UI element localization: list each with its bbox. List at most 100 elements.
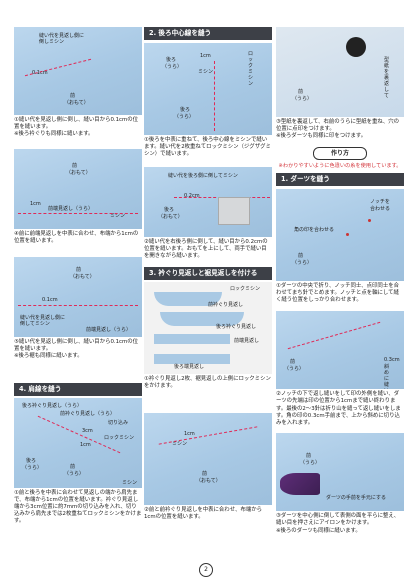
- photo-label: 斜めに縫い: [384, 364, 390, 389]
- caption: ①後ろを中表に重ねて、後ろ中心線をミシンで縫います。縫い代を2枚重ねてロックミシ…: [144, 137, 271, 158]
- photo-label: 前: [76, 267, 82, 274]
- photo-label: ロックミシン: [230, 286, 261, 293]
- caption: ②縫い代を右後ろ側に倒して、縫い目から0.2cmの位置を縫います。おもてを上にし…: [144, 238, 268, 260]
- photo-label: 縫い代を見返し側に: [39, 33, 85, 39]
- caption: ②前と前衿ぐり見返しを中表に合わせ、布端から1cmの位置を縫います。: [144, 506, 263, 520]
- column-middle: 2. 後ろ中心線を縫う 後ろ （うら） 1cm ミシン ロックミシン 後ろ （う…: [144, 0, 272, 521]
- photo-label: 前: [306, 453, 312, 460]
- photo-label: 後ろ: [26, 457, 37, 464]
- facing-piece: [160, 312, 244, 327]
- stitch-line: [18, 305, 138, 307]
- photo-label: 後ろ衿ぐり見返し（うら）: [22, 402, 83, 409]
- photo-label: （うら）: [22, 464, 43, 471]
- photo-label: 前: [298, 252, 304, 259]
- section-header-back-center: 2. 後ろ中心線を縫う: [144, 27, 272, 40]
- photo-label: 前端見返し（うら）: [86, 327, 132, 334]
- iron-icon: [280, 473, 320, 496]
- note: ※後ろダーツも同様に印をつけます。: [276, 133, 367, 140]
- photo-label: 1cm: [200, 53, 211, 59]
- pin-head: [346, 232, 349, 236]
- photo-facing-pieces: ロックミシン 前衿ぐり見返し 後ろ衿ぐり見返し 前端見返し 後ろ端見返し: [144, 282, 272, 375]
- caption: ①衿ぐり見返し2枚、裾見返しの上側にロックミシンをかけます。: [144, 376, 271, 390]
- caption: ③ダーツを中心側に倒して表側の面を平らに整え、縫い目を押さえにアイロンをかけます…: [276, 513, 400, 527]
- stitch-line: [18, 212, 138, 214]
- photo-label: 0.3cm: [384, 357, 400, 364]
- pin-head: [368, 218, 371, 222]
- photo-label: 前端見返し（うら）: [48, 205, 94, 212]
- photo-label: ミシン: [122, 479, 138, 486]
- caption: ②ノッチの下で返し縫いをして印の外側を縫い、ダーツの先端は印の位置から1cmまで…: [276, 391, 401, 427]
- caption: ③型紙を裏返して、右前のうらに型紙を重ね、穴の位置に点印をつけます。: [276, 119, 399, 133]
- photo-label: 前: [70, 463, 76, 470]
- photo-label: 倒しミシン: [39, 39, 65, 45]
- photo-label: （うら）: [284, 366, 305, 373]
- photo-label: 型紙を裏返して: [384, 57, 390, 99]
- photo-label: 0.1cm: [42, 297, 58, 304]
- caption: ①前と後ろを中表に合わせて見返しの端から肩先まで、布端から1cmの位置を縫います…: [14, 489, 142, 525]
- photo-label: 1cm: [30, 200, 41, 207]
- photo-label: ダーツの手前を手元にする: [326, 495, 386, 502]
- photo-label: ノッチを: [370, 198, 390, 205]
- column-left: 縫い代を見返し側に 倒しミシン 0.1cm 前 （おもて） ①縫い代を見返し側に…: [14, 0, 142, 526]
- photo-label: 後ろ端見返し: [174, 364, 205, 371]
- facing-piece: [154, 292, 222, 307]
- photo-label: 前: [298, 89, 304, 95]
- photo-pattern-mark: 型紙を裏返して 前 （うら）: [276, 27, 404, 117]
- photo-label: ロックミシン: [248, 51, 254, 87]
- photo-label: （おもて）: [158, 213, 183, 220]
- photo-label: （おもて）: [66, 169, 91, 176]
- stitch-line: [214, 61, 216, 131]
- photo-label: 切り込み: [108, 419, 129, 426]
- photo-label: 1cm: [80, 441, 91, 448]
- facing-piece: [154, 334, 230, 345]
- caption: ④前に前端見返しを中表に合わせ、布端から1cmの位置を縫います。: [14, 230, 139, 244]
- sewing-machine-foot: [218, 196, 250, 225]
- column-right: 型紙を裏返して 前 （うら） ③型紙を裏返して、右前のうらに型紙を重ね、穴の位置…: [276, 0, 404, 535]
- photo-label: 縫い代を見返し側に: [20, 315, 66, 322]
- photo-label: 前: [202, 470, 208, 477]
- photo-label: （うら）: [162, 64, 183, 70]
- photo-label: 3cm: [82, 427, 93, 434]
- photo-label: （うら）: [292, 259, 313, 266]
- facing-piece: [154, 354, 230, 365]
- photo-front-neck-facing: 1cm ミシン 前 （おもて）: [144, 412, 272, 505]
- photo-label: 前: [70, 93, 76, 99]
- photo-label: 倒してミシン: [20, 321, 50, 328]
- page-number: 2: [199, 563, 213, 577]
- photo-label: 角の印を合わせる: [294, 226, 335, 233]
- photo-label: 0.2cm: [184, 192, 200, 199]
- photo-back-center-seam: 後ろ （うら） 1cm ミシン ロックミシン 後ろ （うら）: [144, 43, 272, 135]
- photo-label: 後ろ: [166, 57, 177, 63]
- caption: ⑤縫い代を見返し側に倒し、縫い目から0.1cmの位置を縫います。: [14, 339, 139, 353]
- photo-dart-pin: ノッチを 合わせる 角の印を合わせる 前 （うら）: [276, 188, 404, 281]
- photo-label: 0.1cm: [32, 70, 48, 76]
- photo-label: 1cm: [184, 430, 195, 437]
- photo-label: 前衿ぐり見返し（うら）: [60, 410, 116, 417]
- photo-label: 合わせる: [370, 205, 391, 212]
- section-header-facings: 3. 衿ぐり見返しと裾見返しを付ける: [144, 267, 272, 281]
- photo-hem-stitch: 前 （おもて） 0.1cm 縫い代を見返し側に 倒してミシン 前端見返し（うら）: [14, 257, 142, 338]
- photo-label: （おもて）: [64, 100, 89, 106]
- photo-front-facing: 前 （おもて） 1cm 前端見返し（うら） ミシン: [14, 148, 142, 229]
- photo-label: ロックミシン: [104, 434, 135, 441]
- stitch-line: [158, 425, 258, 445]
- photo-label: 後ろ: [180, 107, 191, 113]
- photo-label: （おもて）: [196, 477, 221, 484]
- photo-label: 後ろ衿ぐり見返し: [216, 324, 257, 331]
- photo-label: （うら）: [292, 96, 313, 102]
- section-header-darts: 1. ダーツを縫う: [276, 172, 404, 186]
- photo-back-topstitch: 縫い代を後ろ側に倒してミシン 0.2cm 後ろ （おもて）: [144, 166, 272, 237]
- photo-dart-press: 前 （うら） ダーツの手前を手元にする: [276, 433, 404, 512]
- photo-neckline-stitch: 縫い代を見返し側に 倒しミシン 0.1cm 前 （おもて）: [14, 27, 142, 115]
- photo-label: （うら）: [174, 114, 195, 120]
- marker-tool: [346, 37, 366, 57]
- stitch-line: [287, 322, 381, 350]
- photo-shoulder: 後ろ衿ぐり見返し（うら） 前衿ぐり見返し（うら） 切り込み 3cm ロックミシン…: [14, 397, 142, 488]
- photo-label: ミシン: [172, 440, 188, 447]
- how-to-title: 作り方: [313, 146, 367, 160]
- photo-label: 前端見返し: [234, 338, 260, 345]
- photo-label: 前衿ぐり見返し: [208, 302, 244, 309]
- stitch-line: [24, 58, 92, 77]
- photo-label: ミシン: [198, 69, 214, 75]
- note: ※後ろ裾も同様に縫います。: [14, 353, 83, 360]
